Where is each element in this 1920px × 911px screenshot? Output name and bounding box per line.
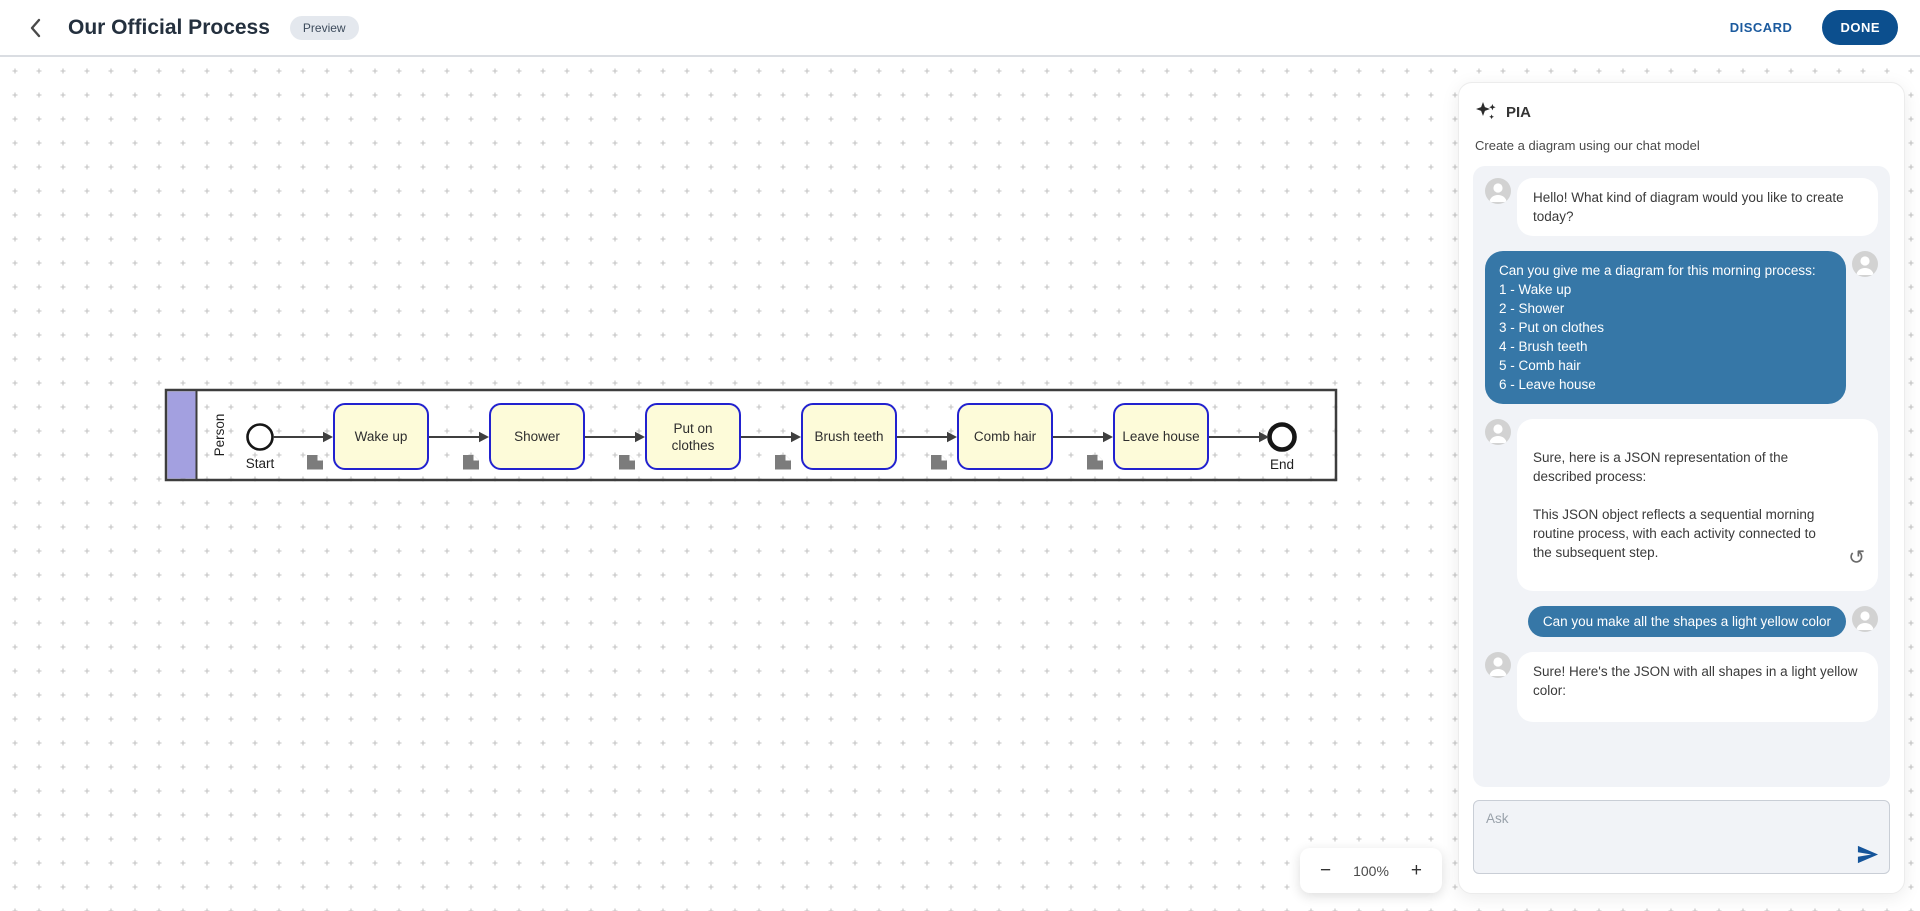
user-message: Can you give me a diagram for this morni… (1485, 251, 1846, 404)
zoom-in-button[interactable]: + (1407, 859, 1426, 882)
user-message: Can you make all the shapes a light yell… (1527, 606, 1846, 637)
bot-message-text: Sure, here is a JSON representation of t… (1533, 450, 1816, 560)
document-icon[interactable] (307, 455, 323, 470)
send-button[interactable] (1854, 841, 1881, 868)
task-shower[interactable]: Shower (489, 403, 585, 470)
lane-label: Person (212, 414, 227, 457)
diagram-canvas[interactable]: Person Start End (0, 57, 1920, 911)
bot-avatar (1485, 178, 1511, 204)
document-icon[interactable] (619, 455, 635, 470)
person-icon (1489, 424, 1507, 443)
page-title: Our Official Process (68, 15, 270, 39)
assistant-subtitle: Create a diagram using our chat model (1475, 138, 1700, 153)
sparkle-icon (1476, 102, 1496, 120)
regenerate-icon[interactable]: ↺ (1848, 545, 1865, 569)
zoom-out-button[interactable]: − (1316, 859, 1335, 882)
preview-badge: Preview (289, 15, 359, 40)
user-avatar (1852, 606, 1878, 632)
end-event[interactable] (1267, 422, 1297, 452)
start-event-label: Start (246, 456, 275, 471)
discard-button[interactable]: DISCARD (1729, 20, 1793, 35)
user-message-row: Can you give me a diagram for this morni… (1485, 251, 1878, 404)
task-leave-house[interactable]: Leave house (1113, 403, 1209, 470)
chat-history: Hello! What kind of diagram would you li… (1473, 166, 1890, 787)
arrowheads (323, 431, 1269, 443)
bot-message: Hello! What kind of diagram would you li… (1517, 178, 1878, 236)
document-icon[interactable] (1087, 455, 1103, 470)
bot-message: Sure! Here's the JSON with all shapes in… (1517, 652, 1878, 722)
user-avatar (1852, 251, 1878, 277)
bot-avatar (1485, 652, 1511, 678)
send-icon (1857, 845, 1879, 864)
bot-message-row: Sure! Here's the JSON with all shapes in… (1485, 652, 1878, 722)
bot-message: Sure, here is a JSON representation of t… (1517, 419, 1878, 591)
zoom-controls: − 100% + (1300, 848, 1442, 893)
document-icon[interactable] (931, 455, 947, 470)
chevron-left-icon (30, 18, 41, 37)
task-put-on-clothes[interactable]: Put on clothes (645, 403, 741, 470)
bot-message-row: Hello! What kind of diagram would you li… (1485, 178, 1878, 236)
person-icon (1489, 657, 1507, 676)
document-markers[interactable] (307, 455, 1103, 470)
assistant-panel: PIA Create a diagram using our chat mode… (1458, 82, 1905, 894)
bot-avatar (1485, 419, 1511, 445)
document-icon[interactable] (463, 455, 479, 470)
swimlane[interactable] (164, 388, 1338, 482)
done-button[interactable]: DONE (1822, 10, 1898, 45)
bot-message-row: Sure, here is a JSON representation of t… (1485, 419, 1878, 591)
back-button[interactable] (22, 11, 48, 45)
person-icon (1856, 256, 1874, 275)
document-icon[interactable] (775, 455, 791, 470)
user-message-row: Can you make all the shapes a light yell… (1485, 606, 1878, 637)
person-icon (1856, 611, 1874, 630)
end-event-label: End (1270, 457, 1294, 472)
task-wake-up[interactable]: Wake up (333, 403, 429, 470)
task-comb-hair[interactable]: Comb hair (957, 403, 1053, 470)
person-icon (1489, 183, 1507, 202)
task-brush-teeth[interactable]: Brush teeth (801, 403, 897, 470)
start-event[interactable] (246, 423, 274, 451)
topbar: Our Official Process Preview DISCARD DON… (0, 0, 1920, 57)
swimlane-band[interactable] (167, 391, 197, 479)
assistant-header: PIA (1473, 99, 1890, 123)
assistant-name: PIA (1506, 103, 1532, 121)
ask-area (1473, 800, 1890, 879)
zoom-level: 100% (1353, 862, 1389, 879)
process-diagram: Person Start End (164, 388, 1338, 482)
ask-input[interactable] (1473, 800, 1890, 874)
